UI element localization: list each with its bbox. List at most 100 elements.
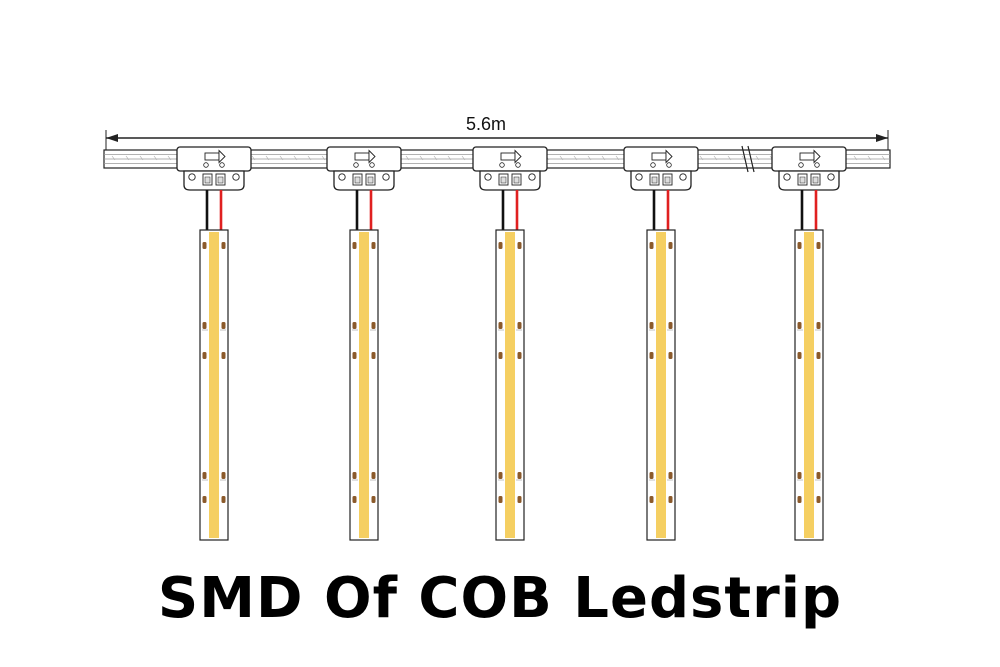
cable-tick [447,155,452,161]
terminal-pin [513,176,520,184]
solder-pad [371,472,376,479]
cable-tick [167,155,172,161]
cob-led-band [656,232,666,538]
cable-tick [293,155,298,161]
cable-tick [699,155,704,161]
screw-icon [666,162,672,168]
cob-led-band [505,232,515,538]
solder-pad [221,242,226,249]
solder-pad [202,352,207,359]
solder-pad [668,352,673,359]
screw-icon [203,162,209,168]
page-title: SMD Of COB Ledstrip [157,566,843,631]
solder-pad [649,242,654,249]
dimension-line: 5.6m [105,114,889,160]
solder-pad [797,322,802,329]
terminal-pin [799,176,806,184]
terminal-pin [367,176,374,184]
solder-pad [649,352,654,359]
cable-tick [461,155,466,161]
connector-body [630,170,692,191]
terminal-pin [354,176,361,184]
solder-pad [202,472,207,479]
solder-pad [371,242,376,249]
cable-break-icon [741,145,755,173]
mount-hole-icon [679,173,687,181]
connector-body [183,170,245,191]
mount-hole-icon [528,173,536,181]
arrow-head-icon [813,149,821,164]
solder-pad [517,496,522,503]
connector-top [326,146,402,172]
solder-pad [498,322,503,329]
arrow-head-icon [218,149,226,164]
solder-pad [816,472,821,479]
cable-tick [405,155,410,161]
solder-pad [371,322,376,329]
terminal-pin [204,176,211,184]
solder-pad [649,472,654,479]
strip-unit [771,146,847,541]
mount-hole-icon [188,173,196,181]
connector-top [771,146,847,172]
solder-pad [517,352,522,359]
cable-tick [601,155,606,161]
screw-icon [219,162,225,168]
solder-pad [498,352,503,359]
screw-icon [499,162,505,168]
solder-pad [221,352,226,359]
solder-pad [517,472,522,479]
solder-pad [202,242,207,249]
screw-icon [515,162,521,168]
arrowhead-right-icon [876,134,888,142]
strip-unit [472,146,548,541]
connector-top [472,146,548,172]
cable-tick [755,155,760,161]
screw-icon [814,162,820,168]
cable-tick [153,155,158,161]
mount-hole-icon [484,173,492,181]
solder-pad [517,242,522,249]
screw-icon [369,162,375,168]
cable-tick [139,155,144,161]
cable-tick [559,155,564,161]
solder-pad [221,322,226,329]
arrow-head-icon [368,149,376,164]
cable-tick [587,155,592,161]
arrowhead-left-icon [106,134,118,142]
mount-hole-icon [232,173,240,181]
arrow-head-icon [665,149,673,164]
cob-led-band [804,232,814,538]
solder-pad [202,322,207,329]
terminal-pin [500,176,507,184]
cable-tick [251,155,256,161]
solder-pad [649,496,654,503]
strip-unit [623,146,699,541]
solder-pad [816,322,821,329]
terminal-pin [217,176,224,184]
solder-pad [352,242,357,249]
cable-tick [727,155,732,161]
mount-hole-icon [783,173,791,181]
solder-pad [371,496,376,503]
cable-tick [713,155,718,161]
terminal-pin [812,176,819,184]
connector-body [778,170,840,191]
arrow-head-icon [514,149,522,164]
cable-tick [433,155,438,161]
solder-pad [498,496,503,503]
cable-tick [125,155,130,161]
solder-pad [668,322,673,329]
strip-unit [326,146,402,541]
cable-tick [867,155,872,161]
cable-tick [321,155,326,161]
solder-pad [352,472,357,479]
cob-led-band [359,232,369,538]
terminal-pin [651,176,658,184]
solder-pad [816,496,821,503]
solder-pad [797,352,802,359]
solder-pad [517,322,522,329]
solder-pad [668,472,673,479]
strip-unit [176,146,252,541]
connector-top [176,146,252,172]
